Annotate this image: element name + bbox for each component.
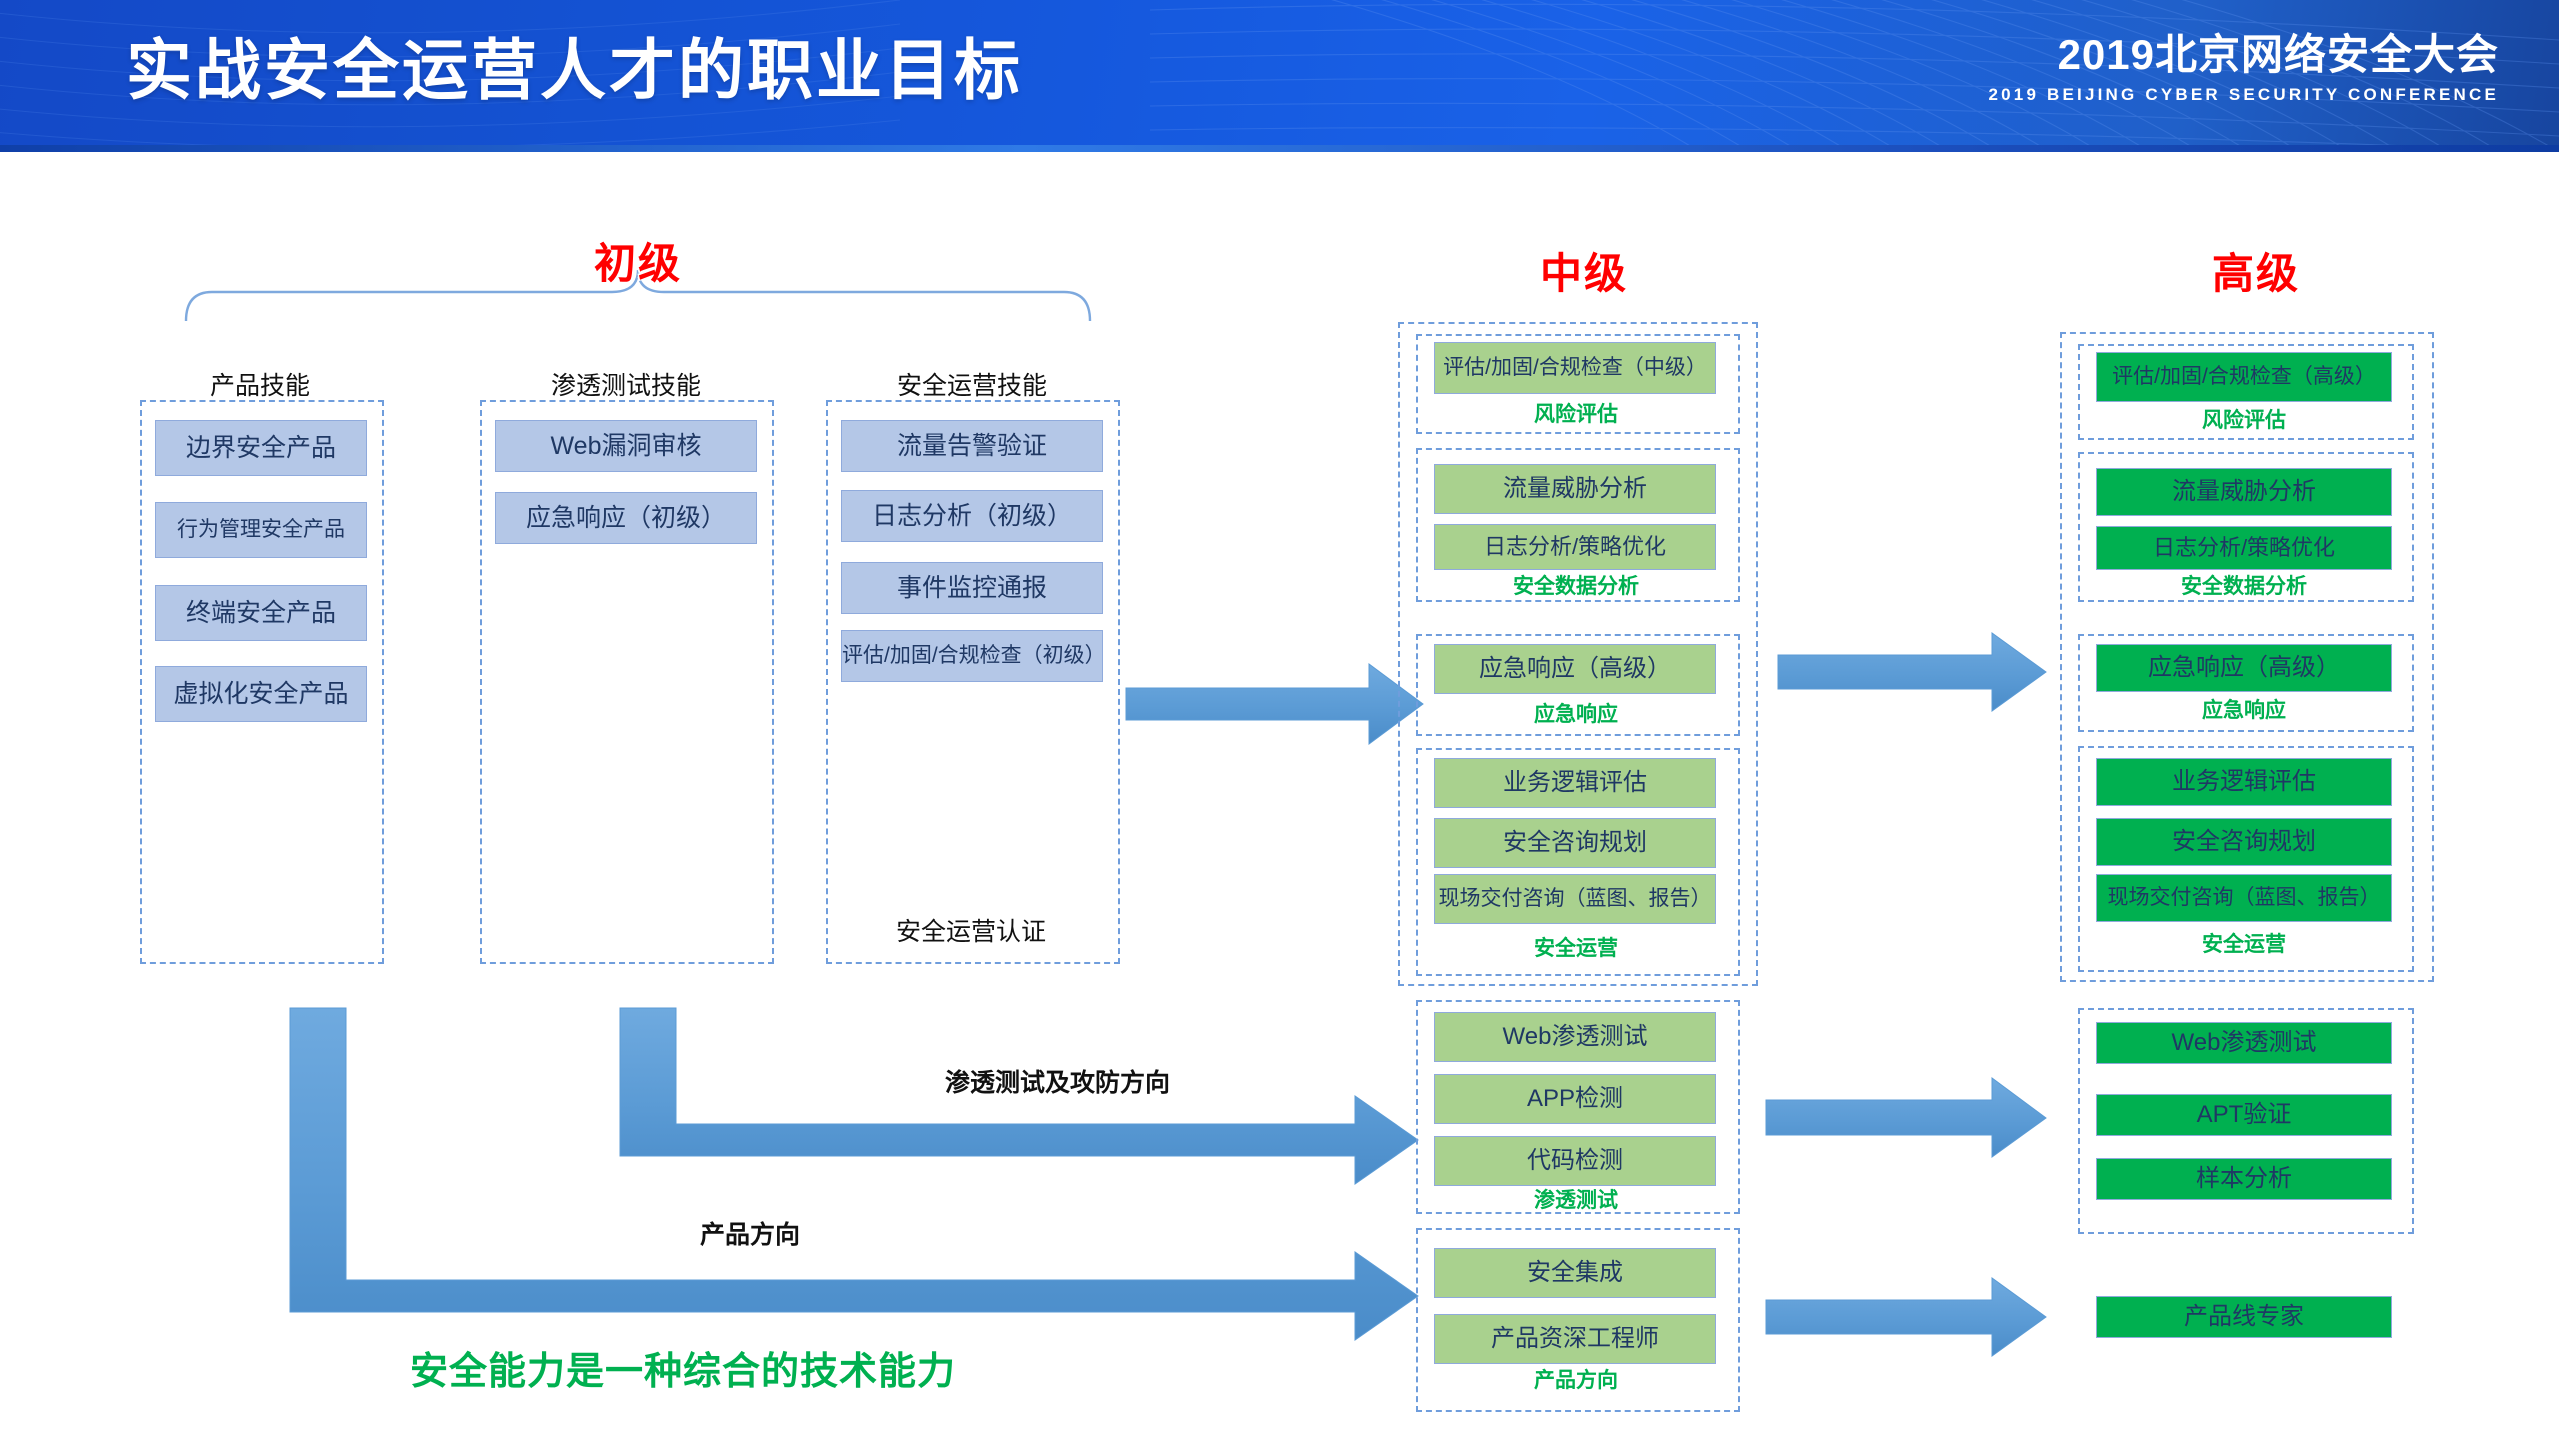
skill-box[interactable]: Web渗透测试 <box>1434 1012 1716 1062</box>
group-label: 应急响应 <box>2202 699 2286 722</box>
skill-box[interactable]: 流量威胁分析 <box>1434 464 1716 514</box>
group-label: 风险评估 <box>2202 409 2286 432</box>
intermediate-group-product <box>1416 1228 1740 1412</box>
junior-column-pentest <box>480 400 774 964</box>
logo-sub-text: 2019 BEIJING CYBER SECURITY CONFERENCE <box>1988 85 2499 104</box>
senior-group-pentest <box>2078 1008 2414 1234</box>
skill-box[interactable]: 流量威胁分析 <box>2096 468 2392 516</box>
arrow-intermediate-to-senior <box>1777 632 2047 712</box>
skill-box[interactable]: 日志分析（初级） <box>841 490 1103 542</box>
senior-group-data <box>2078 452 2414 602</box>
senior-group-risk <box>2078 344 2414 440</box>
skill-box[interactable]: 虚拟化安全产品 <box>155 666 367 722</box>
group-label: 渗透测试 <box>1534 1189 1618 1212</box>
group-label: 安全数据分析 <box>2181 575 2307 598</box>
group-label: 应急响应 <box>1534 703 1618 726</box>
group-label: 风险评估 <box>1534 403 1618 426</box>
skill-box[interactable]: 评估/加固/合规检查（初级） <box>841 630 1106 682</box>
senior-outer-group <box>2060 332 2434 982</box>
skill-box[interactable]: 安全咨询规划 <box>1434 818 1716 868</box>
junior-column-secops <box>826 400 1120 964</box>
skill-box[interactable]: 业务逻辑评估 <box>2096 758 2392 806</box>
skill-box[interactable]: 日志分析/策略优化 <box>2096 526 2392 570</box>
arrow-label-product-direction: 产品方向 <box>700 1221 801 1249</box>
arrow-junior-to-intermediate <box>1125 663 1424 745</box>
skill-box[interactable]: 安全咨询规划 <box>2096 818 2392 866</box>
skill-box[interactable]: Web渗透测试 <box>2096 1022 2392 1064</box>
skill-box[interactable]: 应急响应（初级） <box>495 492 757 544</box>
skill-box[interactable]: 现场交付咨询（蓝图、报告） <box>1434 874 1716 924</box>
header-banner: 实战安全运营人才的职业目标 2019北京网络安全大会 2019 BEIJING … <box>0 0 2559 152</box>
junior-certification-label: 安全运营认证 <box>895 918 1046 946</box>
skill-box[interactable]: 现场交付咨询（蓝图、报告） <box>2096 874 2392 922</box>
group-label: 安全运营 <box>1534 937 1618 960</box>
arrow-label-pentest-direction: 渗透测试及攻防方向 <box>945 1069 1171 1097</box>
junior-column-product <box>140 400 384 964</box>
skill-box[interactable]: 应急响应（高级） <box>2096 644 2392 692</box>
skill-box[interactable]: Web漏洞审核 <box>495 420 757 472</box>
junior-column-header-product: 产品技能 <box>209 372 310 400</box>
skill-box[interactable]: 行为管理安全产品 <box>155 502 367 558</box>
intermediate-group-secops <box>1416 748 1740 976</box>
skill-box[interactable]: 产品线专家 <box>2096 1296 2392 1338</box>
tagline-text: 安全能力是一种综合的技术能力 <box>410 1351 957 1393</box>
skill-box[interactable]: APP检测 <box>1434 1074 1716 1124</box>
group-label: 安全数据分析 <box>1513 575 1639 598</box>
group-label: 产品方向 <box>1534 1369 1618 1392</box>
banner-bottom-divider <box>0 145 2559 152</box>
skill-box[interactable]: 终端安全产品 <box>155 585 367 641</box>
intermediate-group-data <box>1416 448 1740 602</box>
junior-column-header-secops: 安全运营技能 <box>896 372 1047 400</box>
intermediate-group-risk <box>1416 334 1740 434</box>
skill-box[interactable]: 事件监控通报 <box>841 562 1103 614</box>
skill-box[interactable]: 评估/加固/合规检查（中级） <box>1434 342 1716 394</box>
skill-box[interactable]: 日志分析/策略优化 <box>1434 524 1716 570</box>
level-title-senior: 高级 <box>2211 250 2300 297</box>
skill-box[interactable]: 业务逻辑评估 <box>1434 758 1716 808</box>
skill-box[interactable]: 应急响应（高级） <box>1434 644 1716 694</box>
senior-group-ir <box>2078 634 2414 732</box>
level-title-junior: 初级 <box>593 240 682 287</box>
skill-box[interactable]: 流量告警验证 <box>841 420 1103 472</box>
banner-mesh-decoration <box>0 0 2559 152</box>
intermediate-group-ir <box>1416 634 1740 736</box>
skill-box[interactable]: 代码检测 <box>1434 1136 1716 1186</box>
skill-box[interactable]: 样本分析 <box>2096 1158 2392 1200</box>
arrow-product-to-senior <box>1765 1277 2047 1357</box>
intermediate-group-pentest <box>1416 1000 1740 1214</box>
arrow-product-direction <box>289 1007 1419 1341</box>
logo-main-text: 2019北京网络安全大会 <box>2057 31 2499 78</box>
intermediate-outer-group <box>1398 322 1758 986</box>
skill-box[interactable]: 安全集成 <box>1434 1248 1716 1298</box>
skill-box[interactable]: 评估/加固/合规检查（高级） <box>2096 352 2392 402</box>
level-title-intermediate: 中级 <box>1539 250 1628 297</box>
senior-group-secops <box>2078 746 2414 972</box>
conference-logo: 2019北京网络安全大会 2019 BEIJING CYBER SECURITY… <box>1989 30 2500 107</box>
junior-column-header-pentest: 渗透测试技能 <box>550 372 701 400</box>
group-label: 安全运营 <box>2202 933 2286 956</box>
page-title: 实战安全运营人才的职业目标 <box>126 33 1023 107</box>
arrow-pentest-to-senior <box>1765 1077 2047 1158</box>
skill-box[interactable]: 边界安全产品 <box>155 420 367 476</box>
skill-box[interactable]: APT验证 <box>2096 1094 2392 1136</box>
skill-box[interactable]: 产品资深工程师 <box>1434 1314 1716 1364</box>
